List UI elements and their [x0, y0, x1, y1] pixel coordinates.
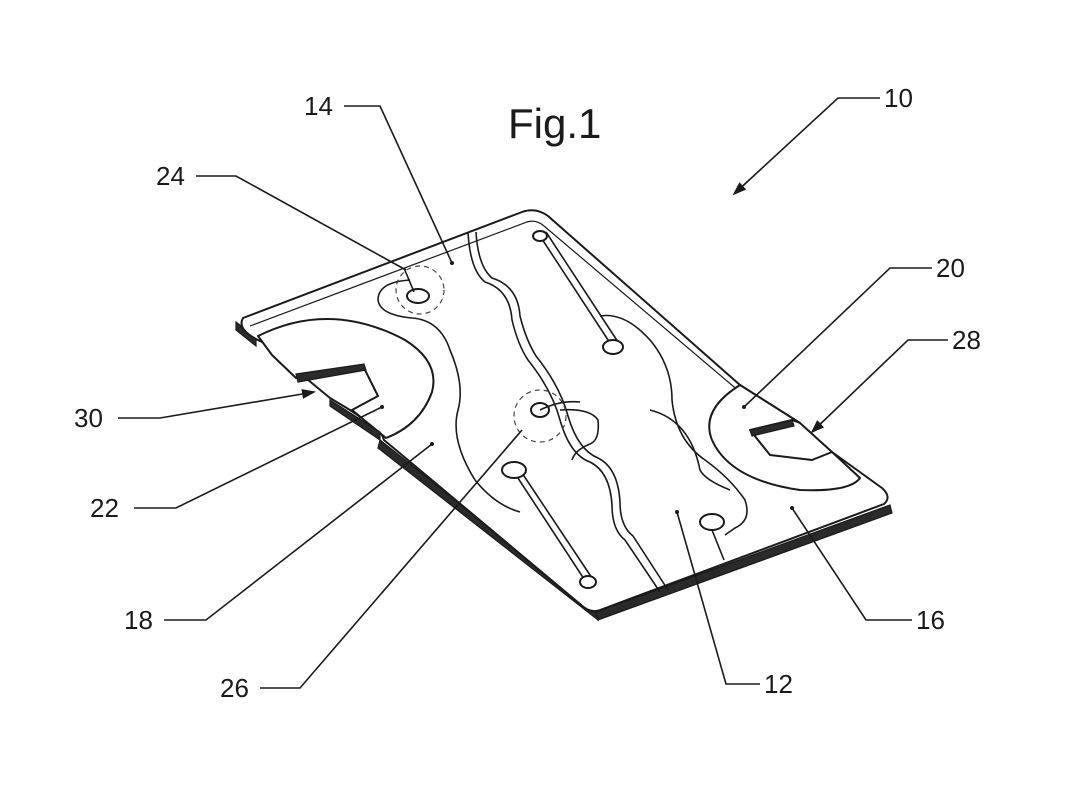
ref-label-22: 22: [90, 493, 119, 523]
leader-20: [743, 267, 932, 408]
s-channel-mid-arc: [559, 408, 600, 461]
hole-24: [406, 288, 430, 304]
leader-22: [134, 406, 383, 509]
s-channel-left-inner: [475, 231, 669, 591]
ref-label-28: 28: [952, 325, 981, 355]
ref-label-18: 18: [124, 605, 153, 635]
ref-label-20: 20: [936, 253, 965, 283]
leader-12: [676, 511, 760, 685]
leader-lines: [118, 97, 948, 689]
s-channel-right: [599, 314, 748, 536]
slot-upper-right: [539, 235, 613, 347]
ref-label-12: 12: [764, 669, 793, 699]
plate-right-edge: [595, 504, 893, 621]
slot-26: [539, 400, 581, 411]
slot-24: [403, 267, 415, 293]
figure-title: Fig.1: [508, 100, 601, 147]
hole-lower-left-end: [579, 575, 597, 589]
hole-upper-right: [532, 230, 548, 242]
left-clip-tab-edge: [295, 363, 367, 383]
hole-lower-right: [699, 513, 725, 531]
leader-30: [118, 389, 316, 419]
ref-label-24: 24: [156, 161, 185, 191]
plate-outline: [240, 209, 889, 613]
ref-label-26: 26: [220, 673, 249, 703]
leader-10: [732, 97, 880, 196]
ref-label-14: 14: [304, 91, 333, 121]
slot-lower-left: [513, 471, 587, 583]
plate-assembly: [235, 209, 893, 622]
ref-label-10: 10: [884, 83, 913, 113]
leader-18: [164, 443, 433, 621]
leader-16: [791, 507, 912, 621]
slot-lower-right: [711, 529, 725, 561]
plate-top-rim: [249, 220, 741, 393]
leader-28: [810, 339, 948, 434]
leader-24: [196, 175, 407, 271]
right-clip: [708, 384, 861, 492]
s-channel-left-arc: [377, 279, 521, 513]
leader-26: [260, 429, 523, 689]
slot-lower-left-inner: [519, 469, 593, 579]
s-channel-left: [467, 231, 661, 593]
detail-circle-24: [395, 265, 445, 315]
slot-upper-right-inner: [545, 231, 619, 343]
right-clip-tab-edge: [749, 419, 795, 437]
hole-mid-right: [602, 339, 624, 355]
reference-numerals: 10 14 24 20 28 30 22 18 26 12 16: [74, 83, 981, 703]
detail-circle-26: [513, 389, 567, 443]
hole-lower-left: [501, 461, 527, 479]
ref-label-30: 30: [74, 403, 103, 433]
leader-14: [344, 105, 453, 264]
ref-label-16: 16: [916, 605, 945, 635]
s-channel-lower: [649, 409, 731, 491]
left-clip: [257, 317, 435, 439]
